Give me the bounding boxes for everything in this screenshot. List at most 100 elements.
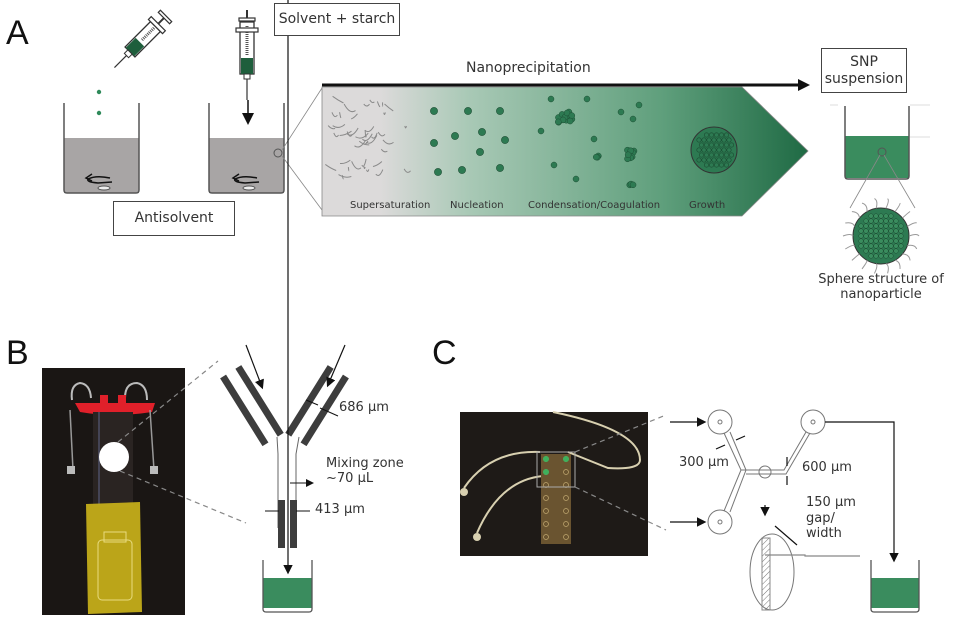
nanoparticle-dot [888, 253, 894, 259]
chip-hole [543, 495, 549, 501]
growth-dot [706, 157, 712, 163]
syringe-vertical-icon [235, 10, 259, 100]
chip [541, 454, 571, 544]
growth-dot [698, 142, 704, 148]
nanoparticle-dot [898, 223, 904, 229]
starch-chain [380, 148, 388, 153]
panel-letter-b: B [6, 334, 29, 372]
beaker-1 [63, 103, 140, 194]
chip-hole [563, 469, 569, 475]
nanoprecipitation-arrow [321, 86, 809, 217]
nucleus-dot [464, 107, 472, 115]
growth-dot [701, 137, 707, 143]
growth-dot [726, 157, 732, 163]
nanoparticle-dot [863, 228, 869, 234]
antisolvent-box: Antisolvent [113, 201, 235, 236]
cluster-particle [617, 108, 625, 116]
starch-chain [375, 169, 384, 176]
snp-beaker [830, 104, 930, 209]
growth-dot [721, 137, 727, 143]
nanoparticle-dot [883, 253, 889, 259]
nanoparticle-dot [863, 218, 869, 224]
starch-chain [331, 112, 338, 118]
growth-dot [716, 137, 722, 143]
stage-label: Supersaturation [350, 200, 431, 211]
nanoparticle-dot [858, 223, 864, 229]
starch-chain [363, 103, 370, 107]
channel-width-label: 300 µm [679, 455, 729, 470]
growth-dot [701, 147, 707, 153]
starch-chain [363, 140, 369, 145]
growth-dot [703, 132, 709, 138]
nanoparticle-dot [878, 233, 884, 239]
cluster-particle [566, 117, 574, 125]
growth-dot [721, 157, 727, 163]
nanoparticle-dot [893, 223, 899, 229]
growth-dot [728, 152, 734, 158]
nanoparticle-dot [873, 233, 879, 239]
nanoparticle-dot [888, 218, 894, 224]
mixing-zone-line2: ~70 µL [326, 470, 374, 486]
growth-dot [718, 142, 724, 148]
nanoparticle-dot [878, 243, 884, 249]
nanoparticle-dot [888, 213, 894, 219]
cluster-particle [537, 127, 545, 135]
nanoparticle-dot [898, 228, 904, 234]
starch-chain [384, 103, 394, 112]
growth-dot [718, 132, 724, 138]
polymer-tail [851, 253, 860, 261]
nanoparticle-dot [878, 213, 884, 219]
sphere-caption-line1: Sphere structure of [818, 272, 944, 287]
nanoparticle-dot [858, 228, 864, 234]
growth-dot [718, 162, 724, 168]
nanoparticle-dot [888, 228, 894, 234]
starch-chain [383, 112, 386, 116]
nanoparticle-dot [883, 243, 889, 249]
nanoparticle-dot [893, 233, 899, 239]
polymer-tail [894, 202, 901, 213]
main-width-label: 600 µm [802, 460, 852, 475]
growth-dot [696, 137, 702, 143]
nucleus-dot [476, 148, 484, 156]
stage-label: Condensation/Coagulation [528, 200, 661, 211]
starch-chain [341, 175, 344, 180]
gap-line2: gap/ [806, 510, 835, 526]
arrow-head-icon [798, 79, 810, 91]
collection-beaker-b [262, 560, 313, 613]
growth-dot [698, 152, 704, 158]
starch-chain [332, 95, 344, 104]
growth-dot [696, 147, 702, 153]
growth-dot [723, 142, 729, 148]
nanoparticle-sphere [842, 198, 920, 274]
nanoparticle-dot [863, 243, 869, 249]
chip-hole [563, 521, 569, 527]
polymer-tail [873, 263, 878, 274]
starch-chain [376, 101, 381, 108]
polymer-tail [908, 234, 920, 237]
nanoparticle-dot [878, 228, 884, 234]
gap-width-label: 150 µm gap/ width [806, 495, 856, 542]
starch-chain [362, 133, 373, 141]
starch-chain [351, 161, 362, 170]
starch-chain [343, 103, 356, 113]
outlet-width-label: 413 µm [315, 502, 365, 517]
growth-dot [703, 152, 709, 158]
growth-dot [708, 152, 714, 158]
syringe-tilted-icon [114, 9, 173, 68]
y-mixer-diagram [220, 0, 349, 575]
chip-hole [563, 508, 569, 514]
starch-chain [327, 125, 336, 130]
polymer-tail [842, 234, 854, 237]
growth-dot [723, 152, 729, 158]
nanoparticle-dot [893, 248, 899, 254]
panel-letter-a: A [6, 14, 29, 52]
mixing-zone-label: Mixing zone ~70 µL [326, 456, 404, 487]
nanoparticle-dot [878, 253, 884, 259]
nanoparticle-dot [858, 238, 864, 244]
cluster-particle [635, 101, 643, 109]
starch-chain [347, 166, 350, 172]
polymer-tail [885, 263, 889, 274]
starch-chain [364, 130, 367, 138]
zoom-circle [273, 148, 283, 158]
starch-chain [333, 132, 339, 138]
